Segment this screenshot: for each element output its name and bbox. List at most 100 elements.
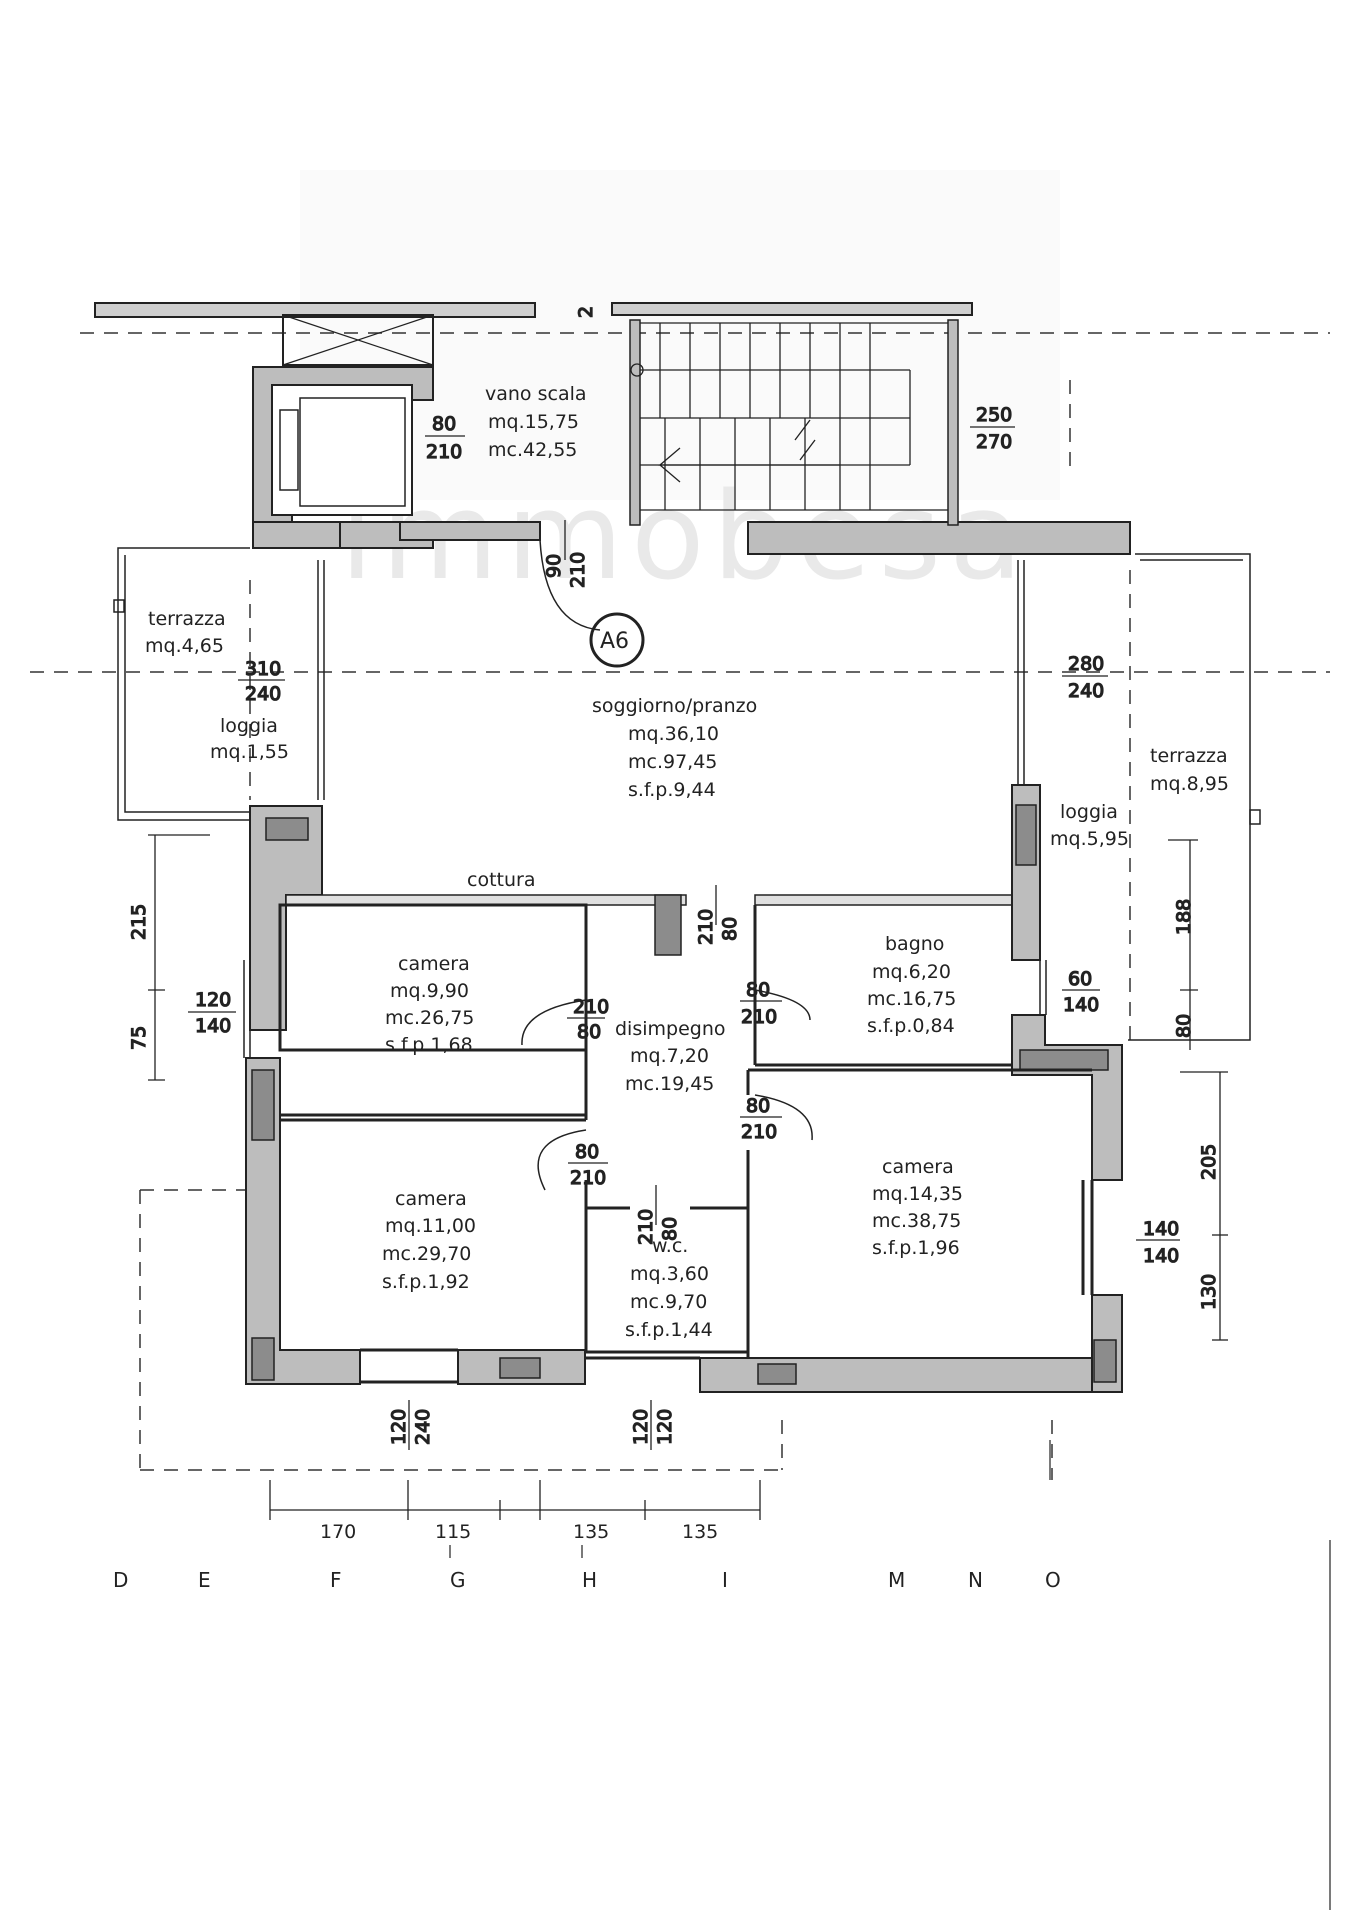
lift-door-h: 210 — [426, 441, 462, 463]
camera3-mc: mc.38,75 — [872, 1210, 961, 1232]
terrazza-left-name: terrazza — [148, 608, 226, 630]
disimpegno-mc: mc.19,45 — [625, 1073, 714, 1095]
camera2-door-w: 80 — [575, 1141, 599, 1163]
camera2-name: camera — [395, 1188, 467, 1210]
camera3-win-h: 140 — [1143, 1245, 1179, 1267]
camera1-door-h: 80 — [577, 1021, 601, 1043]
loggia-left-win-h: 240 — [245, 683, 281, 705]
loggia-windows — [243, 560, 1047, 1058]
entry-door-w: 90 — [543, 554, 565, 578]
camera3-door-h: 210 — [741, 1121, 777, 1143]
soggiorno-mq: mq.36,10 — [628, 723, 719, 745]
top-stair-dim: 2 — [575, 306, 597, 318]
loggia-right-name: loggia — [1060, 801, 1118, 823]
vano-scala-name: vano scala — [485, 383, 587, 405]
loggia-left-name: loggia — [220, 715, 278, 737]
unit-badge — [589, 612, 645, 668]
right-dim-205: 205 — [1198, 1144, 1220, 1180]
camera3-sfp: s.f.p.1,96 — [872, 1237, 960, 1259]
grid-axis-h: H — [582, 1568, 597, 1592]
wc-sfp: s.f.p.1,44 — [625, 1319, 713, 1341]
grid-axes: D E F G H I M N O — [113, 1568, 1061, 1592]
wc-mc: mc.9,70 — [630, 1291, 707, 1313]
top-boundary-wall — [94, 302, 973, 318]
staircase — [630, 322, 948, 511]
interior-walls — [278, 903, 1094, 1384]
loggia-right-win-h: 240 — [1068, 680, 1104, 702]
soggiorno-name: soggiorno/pranzo — [592, 695, 757, 717]
camera3-win-w: 140 — [1143, 1218, 1179, 1240]
camera1-win-h: 140 — [195, 1015, 231, 1037]
camera2-mc: mc.29,70 — [382, 1243, 471, 1265]
bottom-dims: 170 115 135 135 — [320, 1521, 718, 1543]
loggia-left-win-w: 310 — [245, 658, 281, 680]
bagno-win-w: 60 — [1068, 968, 1092, 990]
grid-axis-i: I — [722, 1568, 728, 1592]
disimpegno-name: disimpegno — [615, 1018, 726, 1040]
camera2-sfp: s.f.p.1,92 — [382, 1271, 470, 1293]
stair-window-w: 250 — [976, 404, 1012, 426]
bagno-mc: mc.16,75 — [867, 988, 956, 1010]
camera1-door-w: 210 — [573, 996, 609, 1018]
bagno-sfp: s.f.p.0,84 — [867, 1015, 955, 1037]
bottom-dim-3: 135 — [573, 1521, 609, 1543]
dimension-chains — [148, 834, 1228, 1520]
wc-win-bottom-w: 120 — [630, 1409, 652, 1445]
lift-door-w: 80 — [432, 413, 456, 435]
terrazza-left-mq: mq.4,65 — [145, 635, 224, 657]
grid-ticks — [449, 1440, 1331, 1910]
camera1-mq: mq.9,90 — [390, 980, 469, 1002]
cottura-name: cottura — [467, 869, 535, 891]
camera2-win-bottom-h: 240 — [412, 1409, 434, 1445]
bagno-door-h: 210 — [741, 1006, 777, 1028]
vano-scala-mq: mq.15,75 — [488, 411, 579, 433]
bagno-win-h: 140 — [1063, 994, 1099, 1016]
room-labels: vano scala mq.15,75 mc.42,55 terrazza mq… — [145, 383, 1229, 1341]
loggia-right-win-w: 280 — [1068, 653, 1104, 675]
loggia-right-mq: mq.5,95 — [1050, 828, 1129, 850]
grid-axis-g: G — [450, 1568, 466, 1592]
camera2-win-bottom-w: 120 — [388, 1409, 410, 1445]
wc-win-bottom-h: 120 — [654, 1409, 676, 1445]
grid-axis-n: N — [968, 1568, 983, 1592]
grid-axis-d: D — [113, 1568, 128, 1592]
grid-axis-m: M — [888, 1568, 905, 1592]
terrazza-right-name: terrazza — [1150, 745, 1228, 767]
elevator-shaft — [252, 314, 434, 549]
wc-name: w.c. — [652, 1235, 688, 1257]
opening-labels: 80 210 250 270 310 240 280 240 120 140 2… — [188, 403, 1180, 1268]
camera3-name: camera — [882, 1156, 954, 1178]
entry-door-h: 210 — [567, 552, 589, 588]
unit-badge-label: A6 — [600, 629, 629, 654]
disimpegno-mq: mq.7,20 — [630, 1045, 709, 1067]
bottom-dim-1: 170 — [320, 1521, 356, 1543]
bagno-name: bagno — [885, 933, 944, 955]
cottura-door-w: 210 — [695, 909, 717, 945]
grid-axis-f: F — [330, 1568, 342, 1592]
wc-door-h: 80 — [659, 1217, 681, 1241]
bottom-dim-2: 115 — [435, 1521, 471, 1543]
camera2-mq: mq.11,00 — [385, 1215, 476, 1237]
camera1-name: camera — [398, 953, 470, 975]
terrazza-right-mq: mq.8,95 — [1150, 773, 1229, 795]
right-dim-80: 80 — [1173, 1014, 1195, 1038]
camera2-door-h: 210 — [570, 1167, 606, 1189]
right-dim-130: 130 — [1198, 1274, 1220, 1310]
reference-lines — [30, 332, 1330, 1480]
camera1-sfp: s.f.p.1,68 — [385, 1034, 473, 1056]
stair-window-h: 270 — [976, 431, 1012, 453]
bottom-dim-4: 135 — [682, 1521, 718, 1543]
bagno-mq: mq.6,20 — [872, 961, 951, 983]
grid-axis-e: E — [198, 1568, 211, 1592]
camera1-win-w: 120 — [195, 989, 231, 1011]
camera3-mq: mq.14,35 — [872, 1183, 963, 1205]
vano-scala-mc: mc.42,55 — [488, 439, 577, 461]
door-swings — [521, 539, 813, 1191]
loggia-left-mq: mq.1,55 — [210, 741, 289, 763]
right-dim-188: 188 — [1173, 899, 1195, 935]
cottura-door-h: 80 — [719, 917, 741, 941]
soggiorno-sfp: s.f.p.9,44 — [628, 779, 716, 801]
camera1-mc: mc.26,75 — [385, 1007, 474, 1029]
wc-door-w: 210 — [635, 1209, 657, 1245]
